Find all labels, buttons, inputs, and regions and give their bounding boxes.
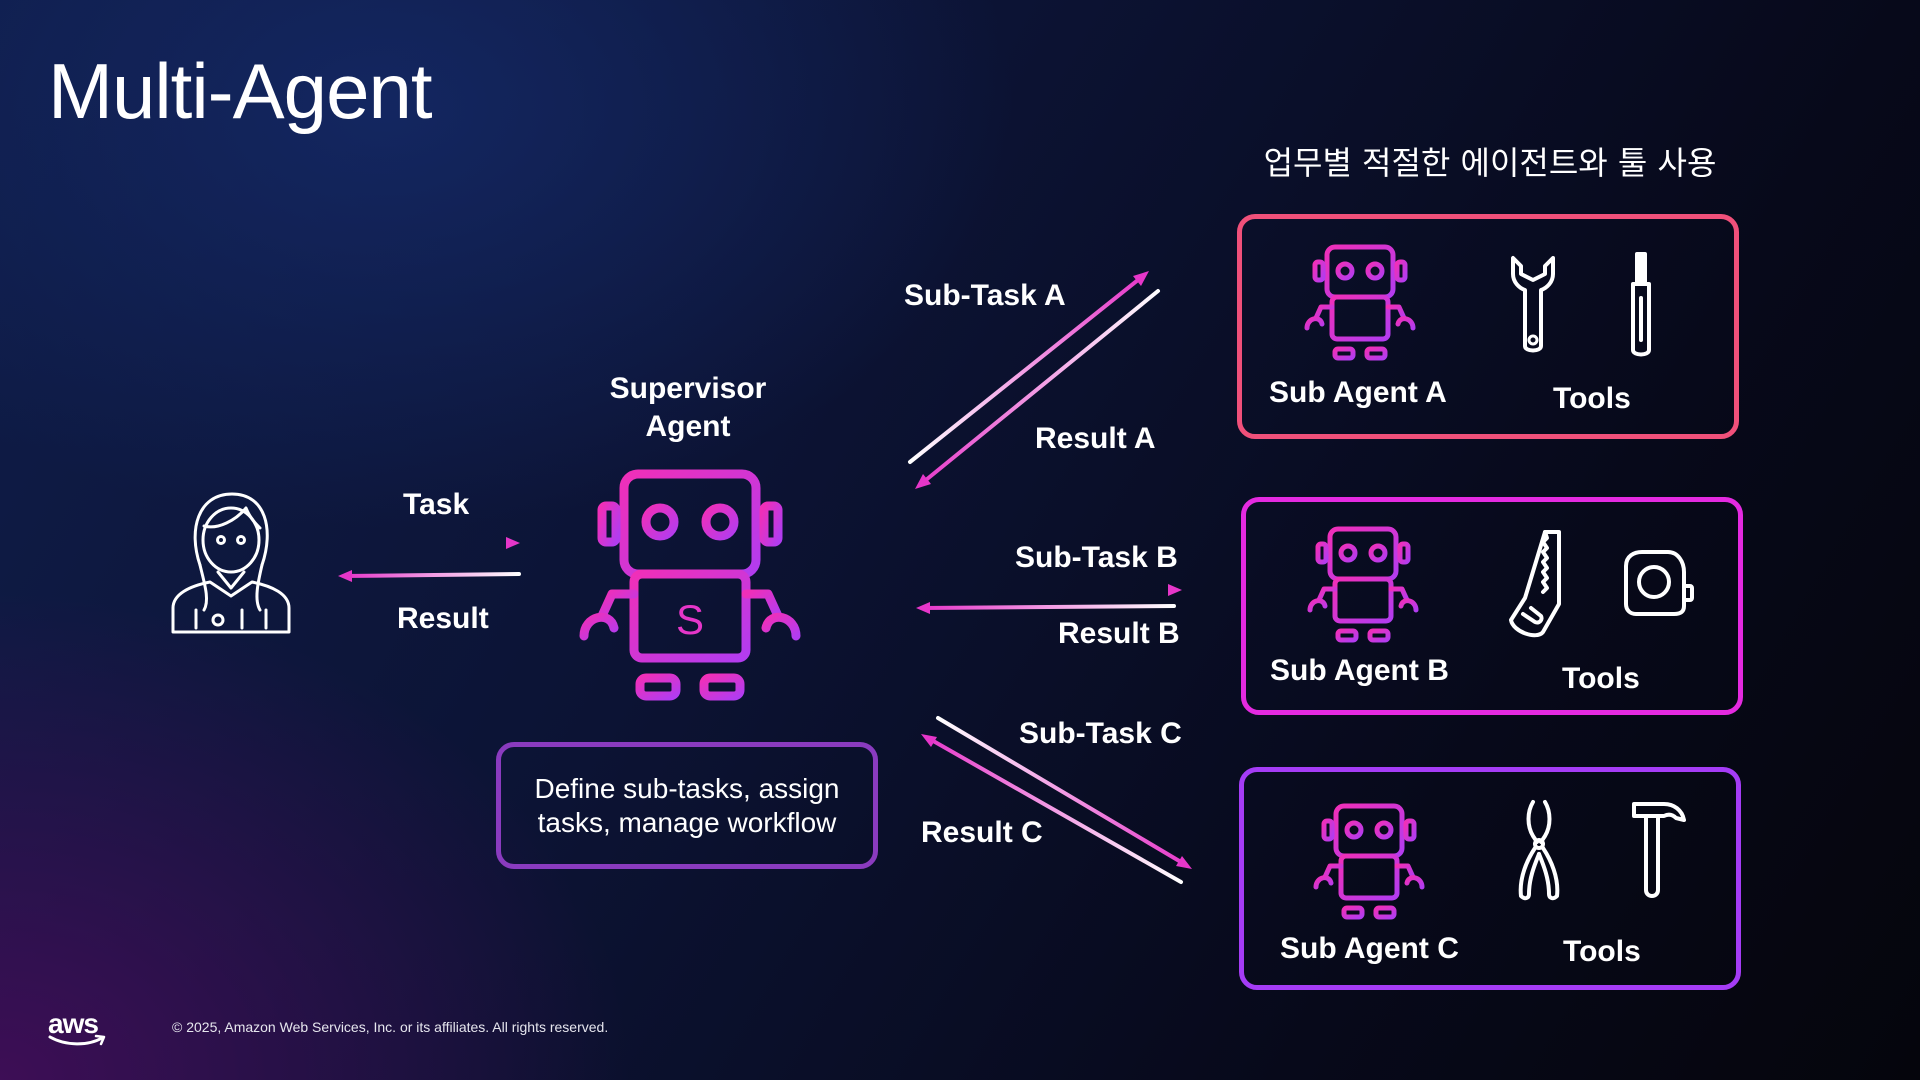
screwdriver-icon <box>1631 252 1651 357</box>
result-label: Result <box>397 602 489 635</box>
sub-agent-a-name: Sub Agent A <box>1269 376 1447 409</box>
supervisor-description-box: Define sub-tasks, assign tasks, manage w… <box>496 742 878 869</box>
supervisor-label-line1: Supervisor <box>609 372 767 405</box>
robot-icon <box>1313 803 1425 920</box>
subtitle: 업무별 적절한 에이전트와 툴 사용 <box>1263 144 1717 182</box>
robot-icon <box>1307 526 1419 643</box>
tools-a-label: Tools <box>1553 382 1631 415</box>
page-title: Multi-Agent <box>48 47 432 135</box>
result-c-label: Result C <box>921 816 1043 849</box>
aws-logo-text: aws <box>48 1008 99 1039</box>
wrench-icon <box>1511 256 1555 353</box>
saw-icon <box>1509 530 1561 638</box>
supervisor-robot-icon: S <box>579 469 801 701</box>
sub-agent-b-card <box>1241 497 1743 715</box>
task-label: Task <box>403 488 470 521</box>
sub-agent-a-card <box>1237 214 1739 439</box>
supervisor-description: Define sub-tasks, assign tasks, manage w… <box>534 772 840 838</box>
supervisor-badge: S <box>676 596 704 643</box>
result-b-label: Result B <box>1058 617 1180 650</box>
copyright: © 2025, Amazon Web Services, Inc. or its… <box>172 1019 609 1035</box>
supervisor-label: Supervisor Agent <box>600 370 776 446</box>
tape-measure-icon <box>1624 550 1694 616</box>
robot-icon <box>1304 244 1416 361</box>
sub-agent-b-name: Sub Agent B <box>1270 654 1449 687</box>
tools-b-label: Tools <box>1562 662 1640 695</box>
hammer-icon <box>1632 802 1686 898</box>
pliers-icon <box>1518 800 1560 901</box>
smile-arrow-icon <box>48 1034 106 1046</box>
subtask-c-label: Sub-Task C <box>1019 717 1182 750</box>
person-icon <box>171 492 291 634</box>
aws-logo: aws <box>48 1008 108 1048</box>
sub-agent-c-name: Sub Agent C <box>1280 932 1459 965</box>
supervisor-label-line2: Agent <box>645 410 731 443</box>
tools-c-label: Tools <box>1563 935 1641 968</box>
subtask-b-label: Sub-Task B <box>1015 541 1178 574</box>
result-a-label: Result A <box>1035 422 1156 455</box>
sub-agent-c-card <box>1239 767 1741 990</box>
subtask-a-label: Sub-Task A <box>904 279 1066 312</box>
